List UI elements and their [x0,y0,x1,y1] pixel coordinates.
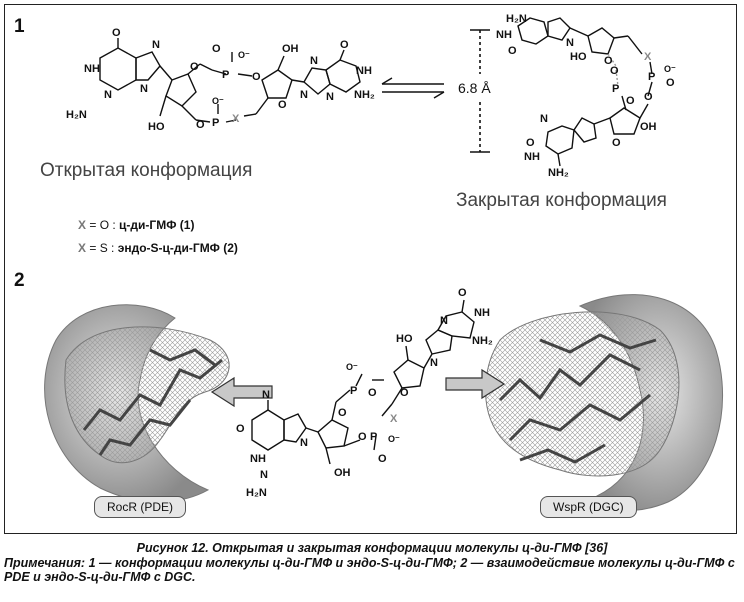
svg-text:H₂N: H₂N [246,487,267,499]
svg-text:P: P [612,83,619,95]
figure-drawing: O NH N H₂N N N O HO P O O⁻ O OH O N N O … [44,13,723,512]
open-conformation-label: Открытая конформация [40,160,253,181]
svg-text:O: O [236,423,245,435]
svg-text:O: O [368,387,377,399]
svg-text:NH₂: NH₂ [472,335,493,347]
svg-text:N: N [300,437,308,449]
svg-text:NH₂: NH₂ [354,89,375,101]
svg-text:H₂N: H₂N [506,13,527,25]
svg-text:NH: NH [496,29,512,41]
legend-symbol: X [78,218,87,232]
svg-text:O: O [666,77,675,89]
svg-text:O: O [278,99,287,111]
svg-text:O: O [252,71,261,83]
svg-text:OH: OH [640,121,657,133]
svg-text:N: N [152,39,160,51]
svg-text:N: N [566,37,574,49]
svg-text:N: N [430,357,438,369]
svg-text:X: X [644,51,652,63]
svg-text:O: O [400,387,409,399]
svg-text:NH: NH [84,63,100,75]
svg-text:NH₂: NH₂ [548,167,569,179]
equilibrium-arrows [381,77,445,99]
svg-text:X: X [232,113,240,125]
wspr-pocket [485,294,723,512]
svg-text:NH: NH [250,453,266,465]
svg-text:O: O [612,137,621,149]
panel-number-1: 1 [14,16,25,37]
closed-conformation-atoms: H₂N NH O N HO O X P O⁻ O O O P O OH O N … [496,13,676,179]
svg-text:P: P [350,385,357,397]
panel-number-2: 2 [14,270,25,291]
svg-text:N: N [262,389,270,401]
svg-text:OH: OH [334,467,351,479]
svg-text:P: P [212,117,219,129]
svg-text:N: N [300,89,308,101]
svg-text:P: P [370,431,377,443]
svg-text:O: O [626,95,635,107]
svg-text:N: N [540,113,548,125]
distance-label: 6.8 Å [458,80,491,96]
svg-text:O⁻: O⁻ [346,362,358,372]
svg-text:P: P [648,71,655,83]
svg-text:NH: NH [474,307,490,319]
center-molecule-structure [251,299,475,465]
svg-text:O: O [604,55,613,67]
center-molecule-atoms: N O NH N H₂N N O OH P O⁻ O O HO N N O NH… [236,287,493,499]
svg-text:O: O [338,407,347,419]
svg-text:O: O [112,27,121,39]
svg-text:O: O [196,119,205,131]
svg-text:N: N [140,83,148,95]
svg-text:O: O [458,287,467,299]
svg-text:HO: HO [396,333,413,345]
svg-text:O: O [212,43,221,55]
closed-conformation-label: Закрытая конформация [456,190,667,211]
svg-text:O⁻: O⁻ [664,64,676,74]
svg-text:O: O [340,39,349,51]
svg-text:O⁻: O⁻ [212,96,224,106]
legend-item-o: X = O : ц-ди-ГМФ (1) [78,218,194,232]
caption-title: Рисунок 12. Открытая и закрытая конформа… [136,541,608,555]
svg-text:N: N [310,55,318,67]
svg-text:HO: HO [570,51,587,63]
svg-text:O: O [610,65,619,77]
wspr-label: WspR (DGC) [540,496,637,518]
legend-compound: ц-ди-ГМФ (1) [119,218,195,232]
closed-conformation-structure [517,17,653,167]
svg-text:NH: NH [356,65,372,77]
figure-frame [4,4,737,534]
legend-equals: = O : [86,218,120,232]
svg-text:O: O [508,45,517,57]
svg-text:N: N [260,469,268,481]
svg-text:O⁻: O⁻ [238,50,250,60]
svg-text:O: O [644,91,653,103]
svg-text:P: P [222,69,229,81]
svg-text:O: O [190,61,199,73]
svg-text:O: O [526,137,535,149]
caption-notes: Примечания: 1 — конформации молекулы ц-д… [4,556,735,584]
svg-text:O: O [378,453,387,465]
legend-compound: эндо-S-ц-ди-ГМФ (2) [117,241,238,255]
svg-text:N: N [440,315,448,327]
rocr-pocket [44,304,230,503]
figure-caption: Рисунок 12. Открытая и закрытая конформа… [4,541,740,584]
open-conformation-atoms: O NH N H₂N N N O HO P O O⁻ O OH O N N O … [66,27,375,133]
svg-text:O: O [358,431,367,443]
distance-marker [470,29,490,153]
open-conformation-structure [99,38,361,123]
svg-text:HO: HO [148,121,165,133]
legend-symbol: X [78,241,87,255]
legend-item-s: X = S : эндо-S-ц-ди-ГМФ (2) [78,241,238,255]
svg-text:X: X [390,413,398,425]
legend-equals: = S : [86,241,118,255]
svg-text:OH: OH [282,43,299,55]
svg-text:O⁻: O⁻ [388,434,400,444]
rocr-label: RocR (PDE) [94,496,187,518]
pointer-arrows [210,368,506,408]
svg-text:N: N [104,89,112,101]
svg-text:NH: NH [524,151,540,163]
svg-text:N: N [326,91,334,103]
svg-text:H₂N: H₂N [66,109,87,121]
